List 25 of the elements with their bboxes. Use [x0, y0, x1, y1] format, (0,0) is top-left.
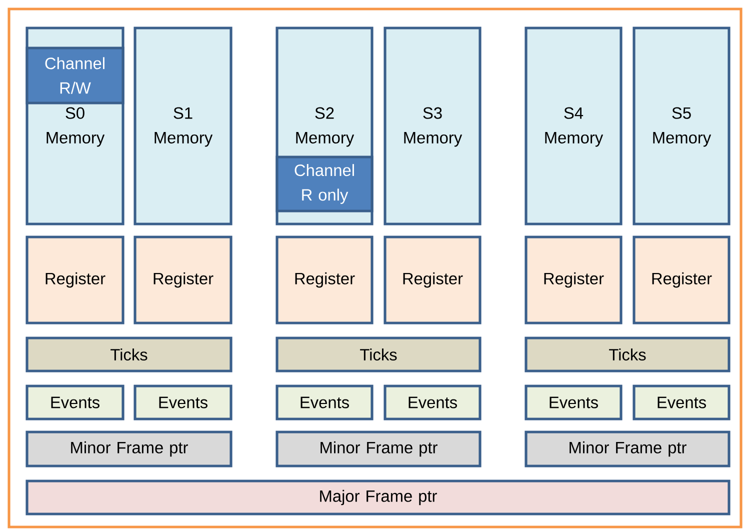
events-box: Events [632, 384, 730, 420]
register-box: Register [134, 236, 232, 324]
memory-box: S5 Memory [632, 26, 730, 226]
events-box: Events [134, 384, 232, 420]
minor-frame-bar: Minor Frame ptr [524, 430, 730, 468]
ticks-bar: Ticks [26, 336, 232, 372]
minor-frame-bar: Minor Frame ptr [26, 430, 232, 468]
ticks-bar: Ticks [524, 336, 730, 372]
events-box: Events [276, 384, 374, 420]
memory-box: S1 Memory [134, 26, 232, 226]
memory-box: S3 Memory [384, 26, 482, 226]
channel-box: Channel R only [276, 156, 374, 212]
ticks-bar: Ticks [276, 336, 482, 372]
major-frame-bar: Major Frame ptr [26, 480, 730, 516]
register-box: Register [524, 236, 622, 324]
register-box: Register [26, 236, 124, 324]
register-box: Register [632, 236, 730, 324]
register-box: Register [276, 236, 374, 324]
minor-frame-bar: Minor Frame ptr [276, 430, 482, 468]
events-box: Events [26, 384, 124, 420]
events-box: Events [524, 384, 622, 420]
channel-box: Channel R/W [26, 46, 124, 104]
events-box: Events [384, 384, 482, 420]
register-box: Register [384, 236, 482, 324]
memory-box: S4 Memory [524, 26, 622, 226]
